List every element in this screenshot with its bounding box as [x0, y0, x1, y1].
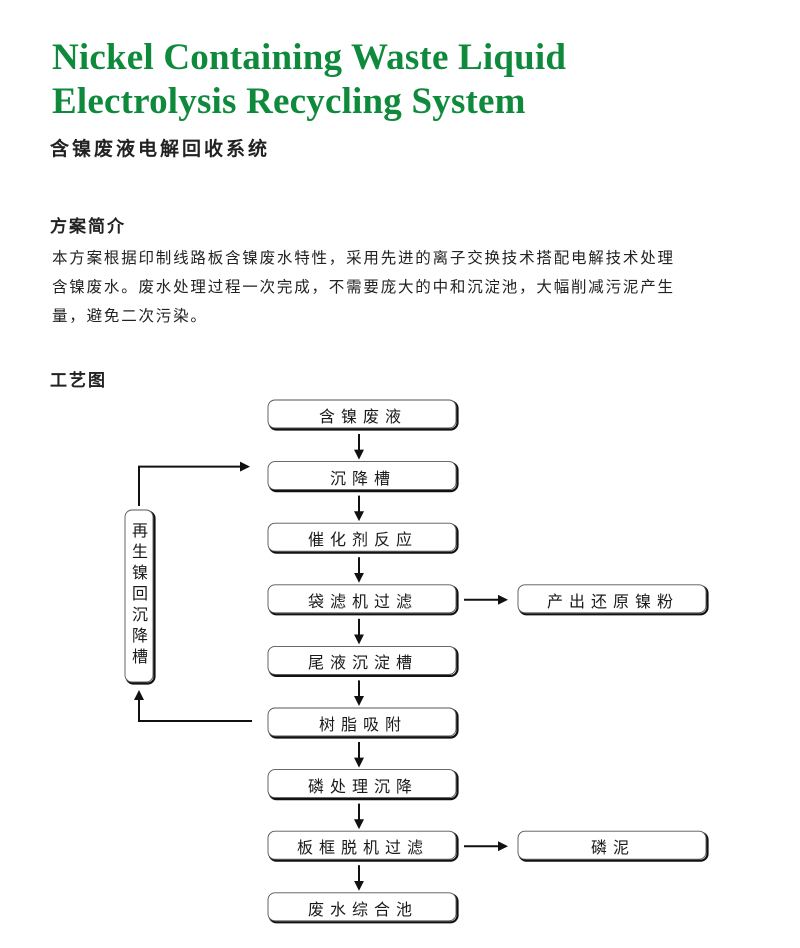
- title-chinese: 含镍废液电解回收系统: [50, 138, 271, 160]
- process-step-label: 尾液沉淀槽: [307, 653, 418, 673]
- process-step-box: [267, 769, 457, 799]
- intro-line: 量，避免二次污染。: [52, 307, 208, 325]
- output-box: [517, 584, 707, 614]
- recycle-box: [124, 509, 154, 683]
- recycle-label-char: 降: [131, 626, 148, 645]
- process-step-box: [267, 522, 457, 552]
- process-step-box: [267, 707, 457, 737]
- recycle-arrow-in: [134, 690, 252, 722]
- process-step-label: 磷处理沉降: [307, 776, 418, 796]
- process-step-box: [267, 645, 457, 675]
- process-step-label: 树脂吸附: [318, 715, 407, 734]
- process-step-box: [267, 461, 457, 491]
- intro-line: 含镍废水。废水处理过程一次完成，不需要庞大的中和沉淀池，大幅削减污泥产生: [52, 278, 675, 296]
- intro-paragraph: 本方案根据印制线路板含镍废水特性，采用先进的离子交换技术搭配电解技术处理 含镍废…: [52, 244, 772, 331]
- process-step-box: [267, 830, 457, 860]
- output-label: 磷泥: [590, 838, 635, 858]
- output-box: [517, 830, 707, 860]
- process-step-box: [267, 399, 457, 429]
- recycle-label-char: 再: [131, 521, 148, 540]
- title-english-line-1: Nickel Containing Waste Liquid: [52, 37, 567, 78]
- section-heading-intro: 方案简介: [50, 217, 126, 237]
- process-step-label: 含镍废液: [318, 407, 407, 426]
- recycle-label-char: 镍: [131, 563, 148, 582]
- process-step-label: 废水综合池: [307, 899, 418, 919]
- process-step-box: [267, 584, 457, 614]
- recycle-label-char: 槽: [131, 647, 148, 666]
- recycle-label-char: 生: [131, 542, 148, 561]
- process-step-box: [267, 892, 457, 922]
- section-heading-process: 工艺图: [50, 371, 107, 391]
- output-label: 产出还原镍粉: [546, 591, 679, 611]
- process-step-label: 沉降槽: [329, 468, 396, 488]
- recycle-label-char: 沉: [131, 605, 148, 624]
- recycle-label-char: 回: [131, 584, 148, 603]
- intro-line: 本方案根据印制线路板含镍废水特性，采用先进的离子交换技术搭配电解技术处理: [52, 249, 675, 267]
- recycle-arrow-out: [138, 461, 250, 506]
- recycle-label: 再生镍回沉降槽: [125, 520, 155, 667]
- process-step-label: 催化剂反应: [307, 530, 418, 550]
- process-step-label: 板框脱机过滤: [296, 838, 429, 858]
- title-english-line-2: Electrolysis Recycling System: [52, 81, 526, 122]
- process-step-label: 袋滤机过滤: [307, 591, 418, 611]
